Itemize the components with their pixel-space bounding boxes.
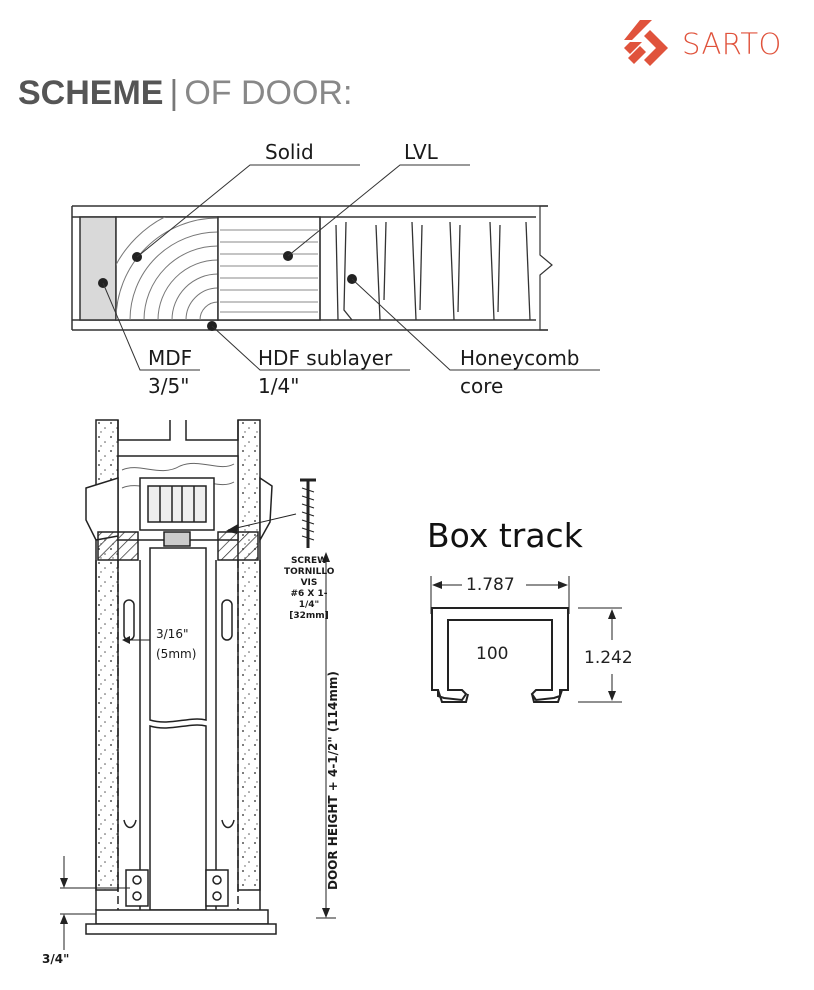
label-honeycomb: Honeycomb	[460, 346, 580, 370]
gap-line-1: 3/16"	[156, 627, 189, 641]
mdf-layer	[79, 216, 117, 321]
installation-section	[60, 419, 336, 950]
label-mdf-size: 3/5"	[148, 374, 190, 398]
box-track-title: Box track	[427, 516, 583, 555]
label-hdf: HDF sublayer	[258, 346, 393, 370]
door-cross-section	[71, 164, 600, 371]
screw-line-1: SCREW	[290, 556, 328, 566]
label-lvl: LVL	[404, 140, 438, 164]
screw-label: SCREW TORNILLO VIS #6 X 1-1/4" [32mm]	[284, 556, 334, 622]
honeycomb-layer	[319, 217, 531, 321]
floor-threshold	[95, 909, 269, 925]
screw-icon	[300, 478, 316, 548]
box-track-height: 1.242	[584, 648, 633, 668]
door-height-label: DOOR HEIGHT + 4-1/2" (114mm)	[326, 671, 340, 890]
label-solid: Solid	[265, 140, 314, 164]
page-title: SCHEME|OF DOOR:	[18, 74, 352, 113]
label-hdf-size: 1/4"	[258, 374, 300, 398]
gap-label: 3/16" (5mm)	[156, 624, 196, 664]
title-bold: SCHEME	[18, 74, 164, 112]
gap-line-2: (5mm)	[156, 647, 197, 661]
screw-line-4: #6 X 1-1/4"	[290, 589, 328, 610]
floor-clearance-label: 3/4"	[42, 952, 70, 966]
title-separator: |	[169, 74, 179, 112]
title-light: OF DOOR:	[184, 74, 353, 112]
screw-line-3: VIS	[300, 578, 318, 588]
lvl-layer	[217, 216, 321, 321]
door-panel	[149, 547, 207, 723]
right-wall	[237, 419, 261, 891]
brand-logo: SARTO	[622, 18, 782, 70]
screw-line-2: TORNILLO	[284, 567, 335, 577]
box-track-width: 1.787	[466, 575, 515, 595]
solid-layer	[115, 216, 219, 321]
box-track-profile	[430, 576, 622, 703]
label-mdf: MDF	[148, 346, 193, 370]
screw-line-5: [32mm]	[289, 611, 329, 621]
sarto-logo-icon	[624, 20, 668, 66]
label-honeycomb-core: core	[460, 374, 504, 398]
box-track-model: 100	[476, 644, 509, 664]
brand-name: SARTO	[682, 27, 782, 61]
